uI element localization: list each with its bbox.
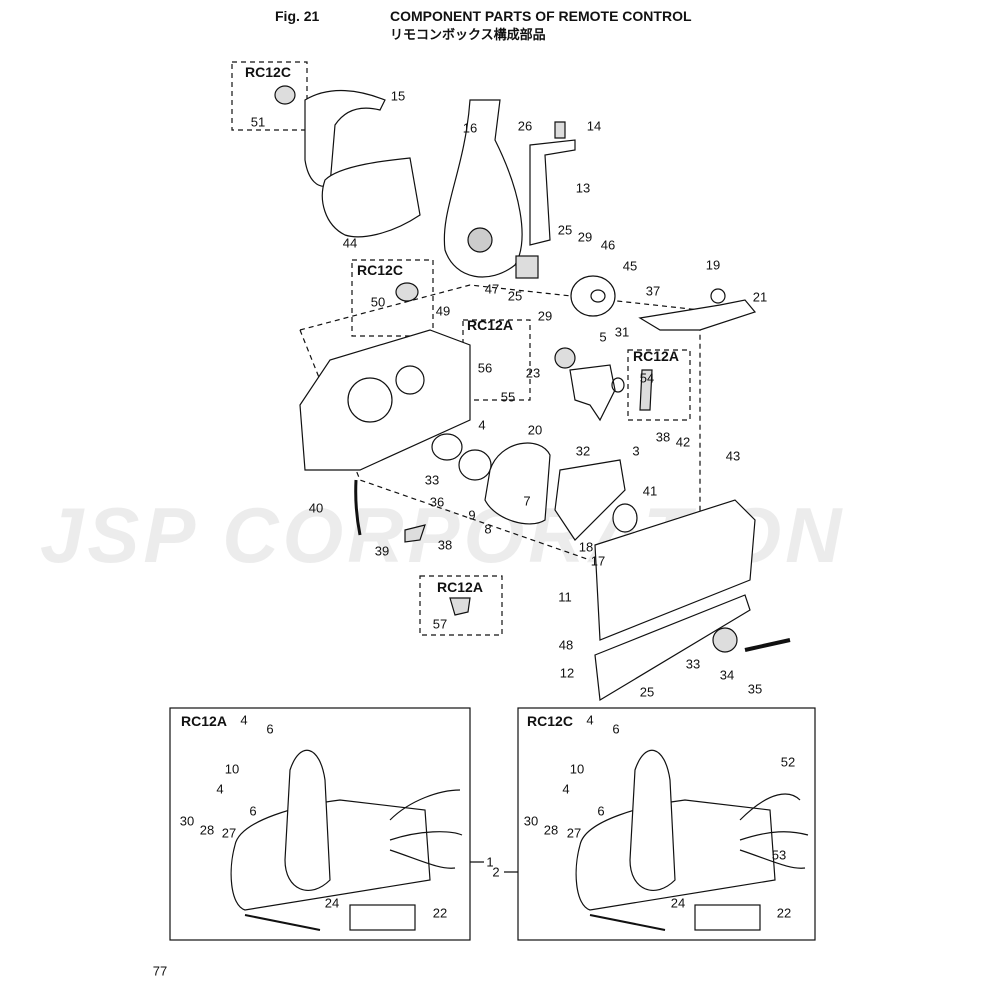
part-callout: 52 (780, 754, 796, 770)
part-callout: 24 (324, 895, 340, 911)
part-callout: 24 (670, 895, 686, 911)
part-callout: 29 (537, 308, 553, 324)
part-callout: 27 (221, 825, 237, 841)
figure-number: Fig. 21 (275, 8, 320, 24)
part-callout: 4 (478, 417, 486, 433)
part-callout: 2 (492, 864, 500, 880)
part-callout: 53 (771, 847, 787, 863)
part-callout: 27 (566, 825, 582, 841)
part-callout: 29 (577, 229, 593, 245)
part-callout: 6 (612, 721, 620, 737)
part-callout: 22 (776, 905, 792, 921)
part-callout: 46 (600, 237, 616, 253)
part-callout: 20 (527, 422, 543, 438)
part-callout: 6 (249, 803, 257, 819)
part-callout: 38 (437, 537, 453, 553)
part-callout: 5 (599, 329, 607, 345)
part-callout: 41 (642, 483, 658, 499)
variant-label-rc12c: RC12C (527, 713, 573, 729)
part-callout: 25 (507, 288, 523, 304)
part-callout: 18 (578, 539, 594, 555)
part-callout: 28 (199, 822, 215, 838)
part-callout: 57 (432, 616, 448, 632)
part-callout: 22 (432, 905, 448, 921)
part-callout: 17 (590, 553, 606, 569)
part-callout: 47 (484, 281, 500, 297)
part-callout: 12 (559, 665, 575, 681)
part-callout: 16 (462, 120, 478, 136)
variant-label-rc12a: RC12A (181, 713, 227, 729)
part-callout: 9 (468, 507, 476, 523)
part-callout: 51 (250, 114, 266, 130)
part-callout: 56 (477, 360, 493, 376)
part-callout: 25 (557, 222, 573, 238)
figure-title-jp: リモコンボックス構成部品 (390, 27, 546, 42)
part-callout: 4 (586, 712, 594, 728)
figure-title: COMPONENT PARTS OF REMOTE CONTROL (390, 8, 692, 24)
variant-label-rc12c: RC12C (357, 262, 403, 278)
part-callout: 40 (308, 500, 324, 516)
variant-label-rc12a: RC12A (633, 348, 679, 364)
part-callout: 49 (435, 303, 451, 319)
part-callout: 45 (622, 258, 638, 274)
part-callout: 55 (500, 389, 516, 405)
part-callout: 21 (752, 289, 768, 305)
part-callout: 30 (523, 813, 539, 829)
part-callout: 28 (543, 822, 559, 838)
part-callout: 7 (523, 493, 531, 509)
part-callout: 4 (216, 781, 224, 797)
part-callout: 35 (747, 681, 763, 697)
variant-label-rc12c: RC12C (245, 64, 291, 80)
part-callout: 8 (484, 521, 492, 537)
part-callout: 1 (486, 854, 494, 870)
part-callout: 43 (725, 448, 741, 464)
assembly-box-rc12c (517, 707, 816, 941)
part-callout: 32 (575, 443, 591, 459)
part-callout: 23 (525, 365, 541, 381)
assembly-box-rc12a (169, 707, 471, 941)
part-callout: 25 (639, 684, 655, 700)
part-callout: 33 (685, 656, 701, 672)
part-callout: 26 (517, 118, 533, 134)
part-callout: 37 (645, 283, 661, 299)
part-callout: 14 (586, 118, 602, 134)
part-callout: 11 (558, 589, 572, 605)
part-callout: 15 (390, 88, 406, 104)
part-callout: 44 (342, 235, 358, 251)
assembly-leaders (470, 861, 518, 873)
part-callout: 48 (558, 637, 574, 653)
part-callout: 4 (240, 712, 248, 728)
part-callout: 3 (632, 443, 640, 459)
part-callout: 4 (562, 781, 570, 797)
variant-label-rc12a: RC12A (437, 579, 483, 595)
part-callout: 6 (266, 721, 274, 737)
remote-control-assembly-rc12a (230, 749, 463, 931)
variant-label-rc12a: RC12A (467, 317, 513, 333)
part-callout: 13 (575, 180, 591, 196)
part-callout: 54 (639, 370, 655, 386)
part-callout: 6 (597, 803, 605, 819)
page-number: 77 (152, 963, 168, 979)
part-callout: 50 (370, 294, 386, 310)
part-callout: 39 (374, 543, 390, 559)
part-callout: 19 (705, 257, 721, 273)
part-callout: 10 (224, 761, 240, 777)
part-callout: 42 (675, 434, 691, 450)
part-callout: 36 (429, 494, 445, 510)
part-callout: 30 (179, 813, 195, 829)
part-callout: 34 (719, 667, 735, 683)
remote-control-assembly-rc12c (575, 749, 809, 931)
part-callout: 10 (569, 761, 585, 777)
part-callout: 33 (424, 472, 440, 488)
part-callout: 38 (655, 429, 671, 445)
part-callout: 31 (614, 324, 630, 340)
